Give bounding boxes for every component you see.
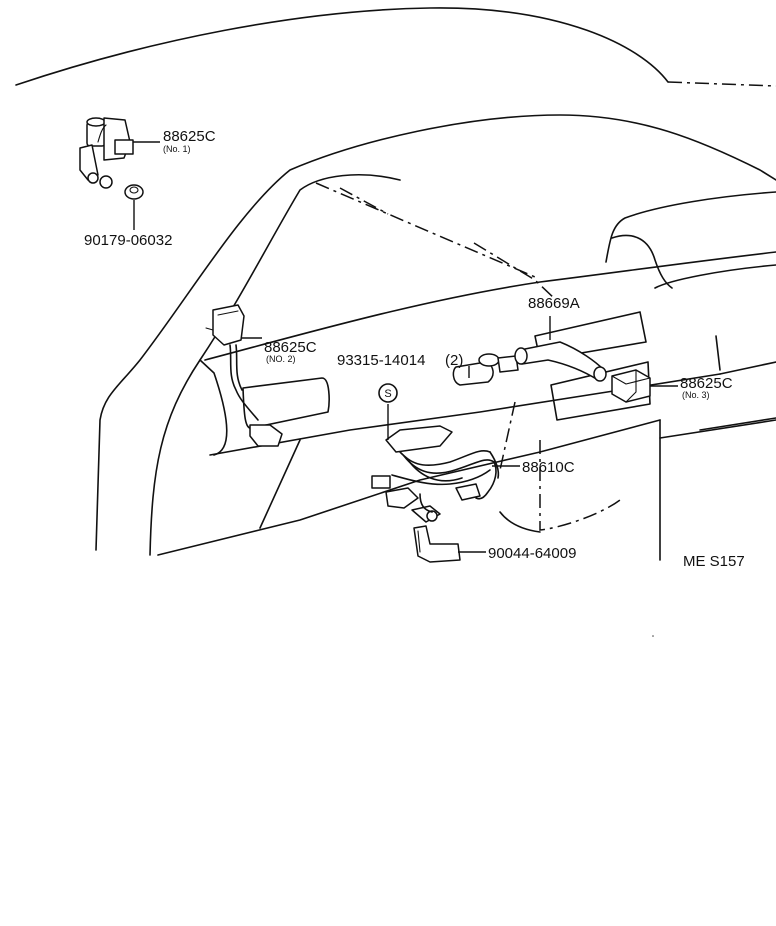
sensor-no2-part <box>205 304 283 447</box>
callout-sensor-no1: 88625C (No. 1) <box>163 128 216 154</box>
symbol-mark-text: S <box>384 388 391 400</box>
symbol-mark: S <box>378 383 398 403</box>
part-number-label: 88610C <box>522 459 575 476</box>
callout-sensor-no3: 88625C (No. 3) <box>680 375 733 400</box>
grommet-part <box>124 184 144 200</box>
part-number-label: 93315-14014 <box>337 352 425 369</box>
part-number-label: 88625C <box>264 339 317 356</box>
callout-hose: 88669A <box>528 295 580 312</box>
nozzle-part <box>452 353 519 386</box>
bracket-part <box>413 525 461 563</box>
sensor-no3-part <box>611 369 651 403</box>
callout-sensor-no2: 88625C (NO. 2) <box>264 339 317 364</box>
part-number-label: 90044-64009 <box>488 545 576 562</box>
callout-grommet: 90179-06032 <box>84 232 172 249</box>
speck <box>652 635 654 637</box>
part-sub-label: (No. 1) <box>163 144 191 154</box>
harness-part <box>371 425 500 523</box>
callout-harness: 88610C <box>522 459 575 476</box>
car-body-outline <box>15 7 776 561</box>
part-number-label: 88625C <box>163 128 216 145</box>
part-number-label: 88669A <box>528 295 580 312</box>
callout-bracket: 90044-64009 <box>488 545 576 562</box>
part-sub-label: (NO. 2) <box>266 354 296 364</box>
hose-part <box>514 341 607 382</box>
sensor-no1-part <box>79 117 134 189</box>
part-qty-label: (2) <box>445 352 463 369</box>
leader-lines <box>133 141 678 553</box>
figure-code: ME S157 <box>683 553 745 570</box>
part-sub-label: (No. 3) <box>682 390 710 400</box>
part-number-label: 88625C <box>680 375 733 392</box>
callout-nozzle: 93315-14014 (2) <box>337 352 463 369</box>
part-number-label: 90179-06032 <box>84 232 172 249</box>
